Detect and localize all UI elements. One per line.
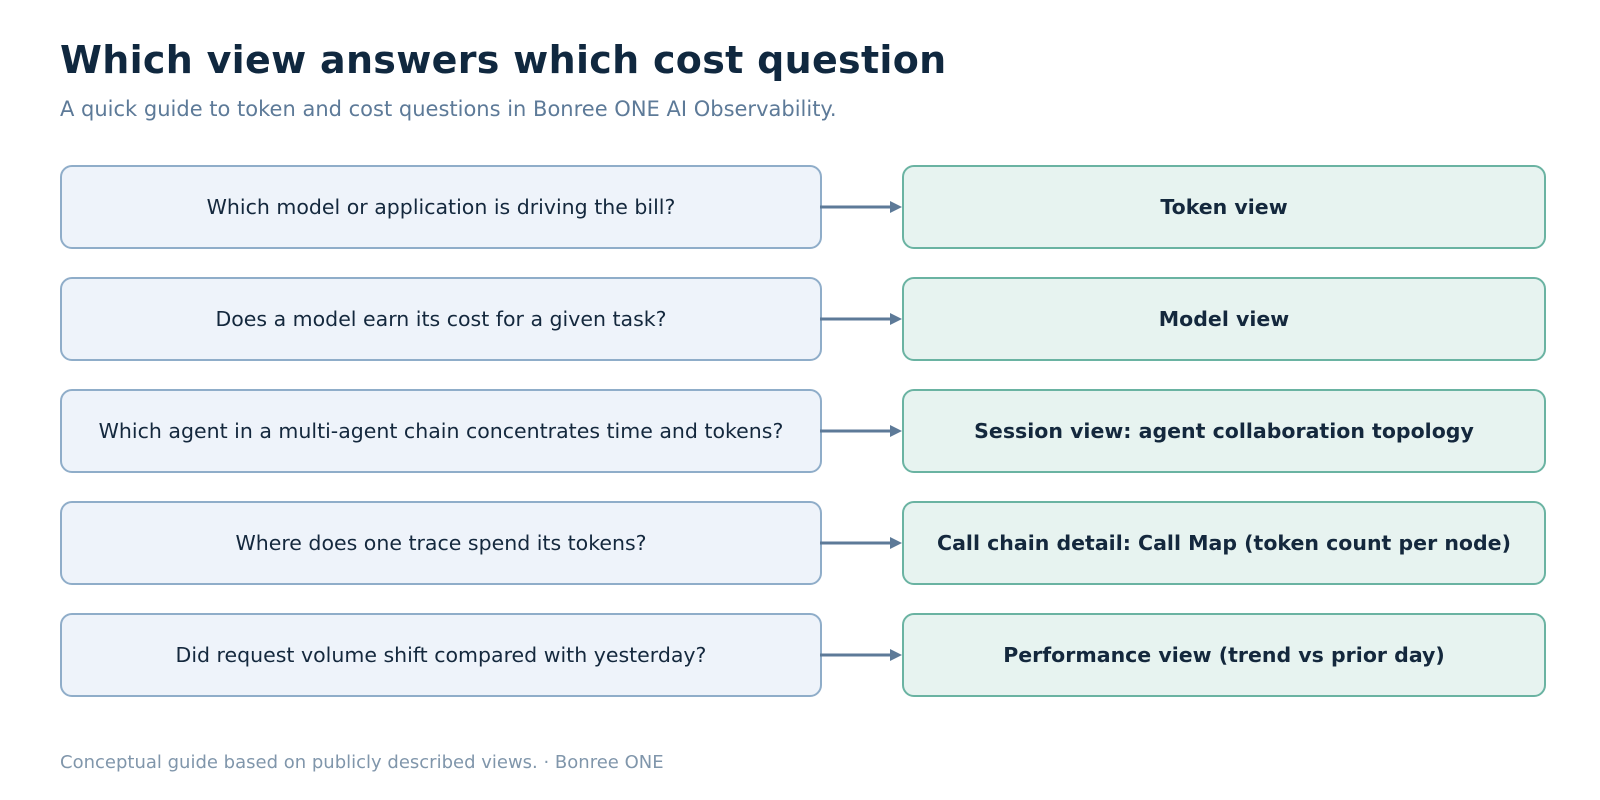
mapping-row-1: Which model or application is driving th…: [60, 165, 1546, 249]
page-title: Which view answers which cost question: [60, 38, 947, 82]
question-text: Where does one trace spend its tokens?: [235, 531, 647, 555]
question-box: Which model or application is driving th…: [60, 165, 822, 249]
answer-box: Token view: [902, 165, 1546, 249]
question-box: Which agent in a multi-agent chain conce…: [60, 389, 822, 473]
question-text: Which model or application is driving th…: [206, 195, 676, 219]
answer-text: Token view: [1160, 195, 1288, 219]
arrow-right-icon: [820, 649, 902, 661]
mapping-row-4: Where does one trace spend its tokens? C…: [60, 501, 1546, 585]
answer-box: Call chain detail: Call Map (token count…: [902, 501, 1546, 585]
question-text: Does a model earn its cost for a given t…: [215, 307, 667, 331]
answer-box: Performance view (trend vs prior day): [902, 613, 1546, 697]
answer-box: Model view: [902, 277, 1546, 361]
question-box: Where does one trace spend its tokens?: [60, 501, 822, 585]
arrow-right-icon: [820, 425, 902, 437]
question-view-map: Which model or application is driving th…: [60, 165, 1546, 725]
answer-text: Model view: [1158, 307, 1290, 331]
page-subtitle: A quick guide to token and cost question…: [60, 97, 837, 121]
arrow-right-icon: [820, 537, 902, 549]
arrow-right-icon: [820, 201, 902, 213]
arrow-right-icon: [820, 313, 902, 325]
question-box: Did request volume shift compared with y…: [60, 613, 822, 697]
footer-note: Conceptual guide based on publicly descr…: [60, 752, 664, 773]
mapping-row-5: Did request volume shift compared with y…: [60, 613, 1546, 697]
question-text: Which agent in a multi-agent chain conce…: [98, 419, 784, 443]
answer-text: Performance view (trend vs prior day): [1003, 643, 1445, 667]
answer-text: Call chain detail: Call Map (token count…: [937, 531, 1511, 555]
answer-text: Session view: agent collaboration topolo…: [974, 419, 1474, 443]
mapping-row-3: Which agent in a multi-agent chain conce…: [60, 389, 1546, 473]
question-box: Does a model earn its cost for a given t…: [60, 277, 822, 361]
question-text: Did request volume shift compared with y…: [175, 643, 707, 667]
mapping-row-2: Does a model earn its cost for a given t…: [60, 277, 1546, 361]
answer-box: Session view: agent collaboration topolo…: [902, 389, 1546, 473]
